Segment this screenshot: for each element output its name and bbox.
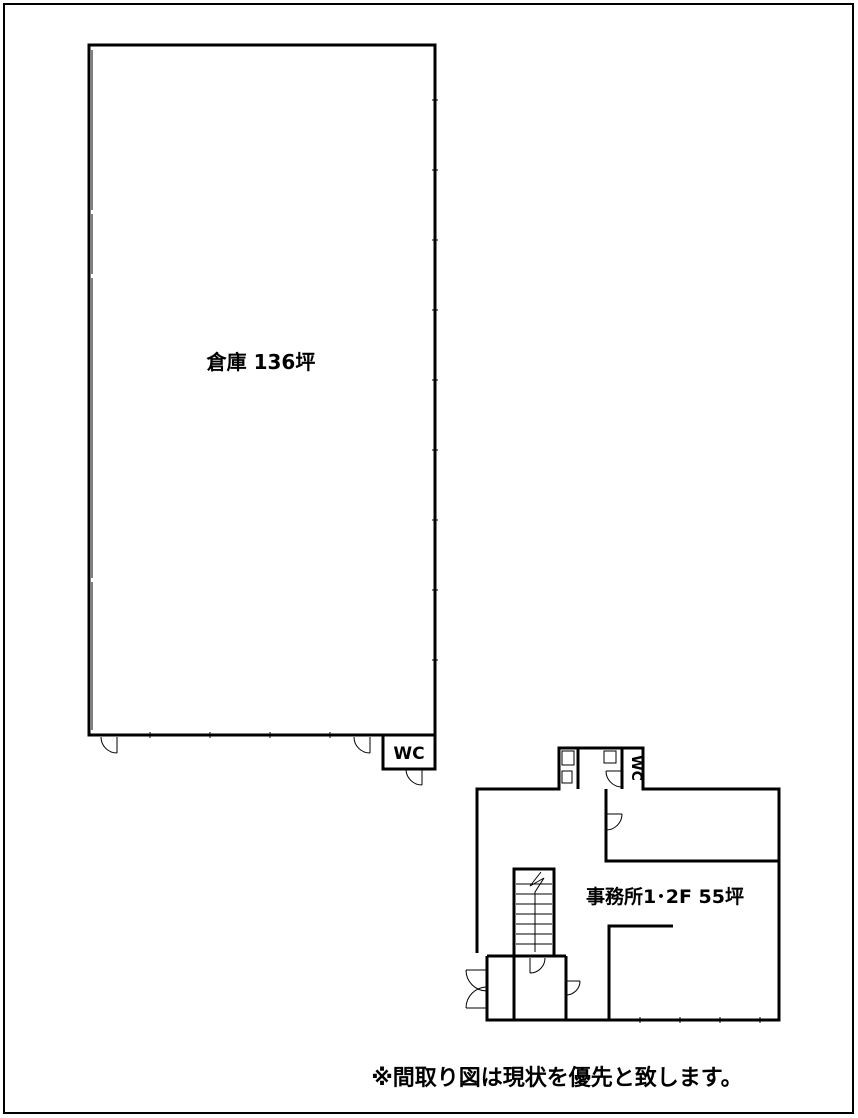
office-inner-door (529, 957, 546, 974)
warehouse-door-right (353, 736, 371, 754)
office-bottom-wall-ticks (639, 1017, 761, 1023)
office-lower-partition (607, 924, 673, 1020)
toilet-fixture (603, 750, 617, 764)
office-block: WC (465, 746, 781, 1023)
office-wc-label: WC (628, 755, 644, 781)
office-upper-room-door (605, 813, 623, 831)
office-wc-door (605, 770, 623, 788)
warehouse-bottom-wall-ticks (149, 732, 331, 738)
footer-note: ※間取り図は現状を優先と致します。 (371, 1065, 742, 1091)
warehouse-wc-label: WC (393, 744, 424, 764)
stair-treads (516, 871, 552, 952)
washstand-fixture (561, 770, 573, 784)
office-outline (475, 746, 781, 1022)
warehouse-wc-door (405, 768, 423, 786)
warehouse-door-left (100, 736, 118, 754)
page-frame (3, 3, 854, 1114)
office-upper-room (604, 789, 779, 863)
warehouse-outline (87, 43, 437, 737)
warehouse-right-wall-ticks (432, 99, 438, 661)
stair (512, 867, 556, 958)
warehouse-wc-room (381, 733, 437, 771)
office-side-door (565, 980, 581, 996)
office-entry-doors (465, 969, 488, 1009)
warehouse-label: 倉庫 136坪 (206, 350, 316, 374)
office-label: 事務所1･2F 55坪 (586, 885, 744, 908)
sink-fixture (561, 750, 575, 766)
warehouse-block: WC 倉庫 136坪 (87, 43, 438, 786)
